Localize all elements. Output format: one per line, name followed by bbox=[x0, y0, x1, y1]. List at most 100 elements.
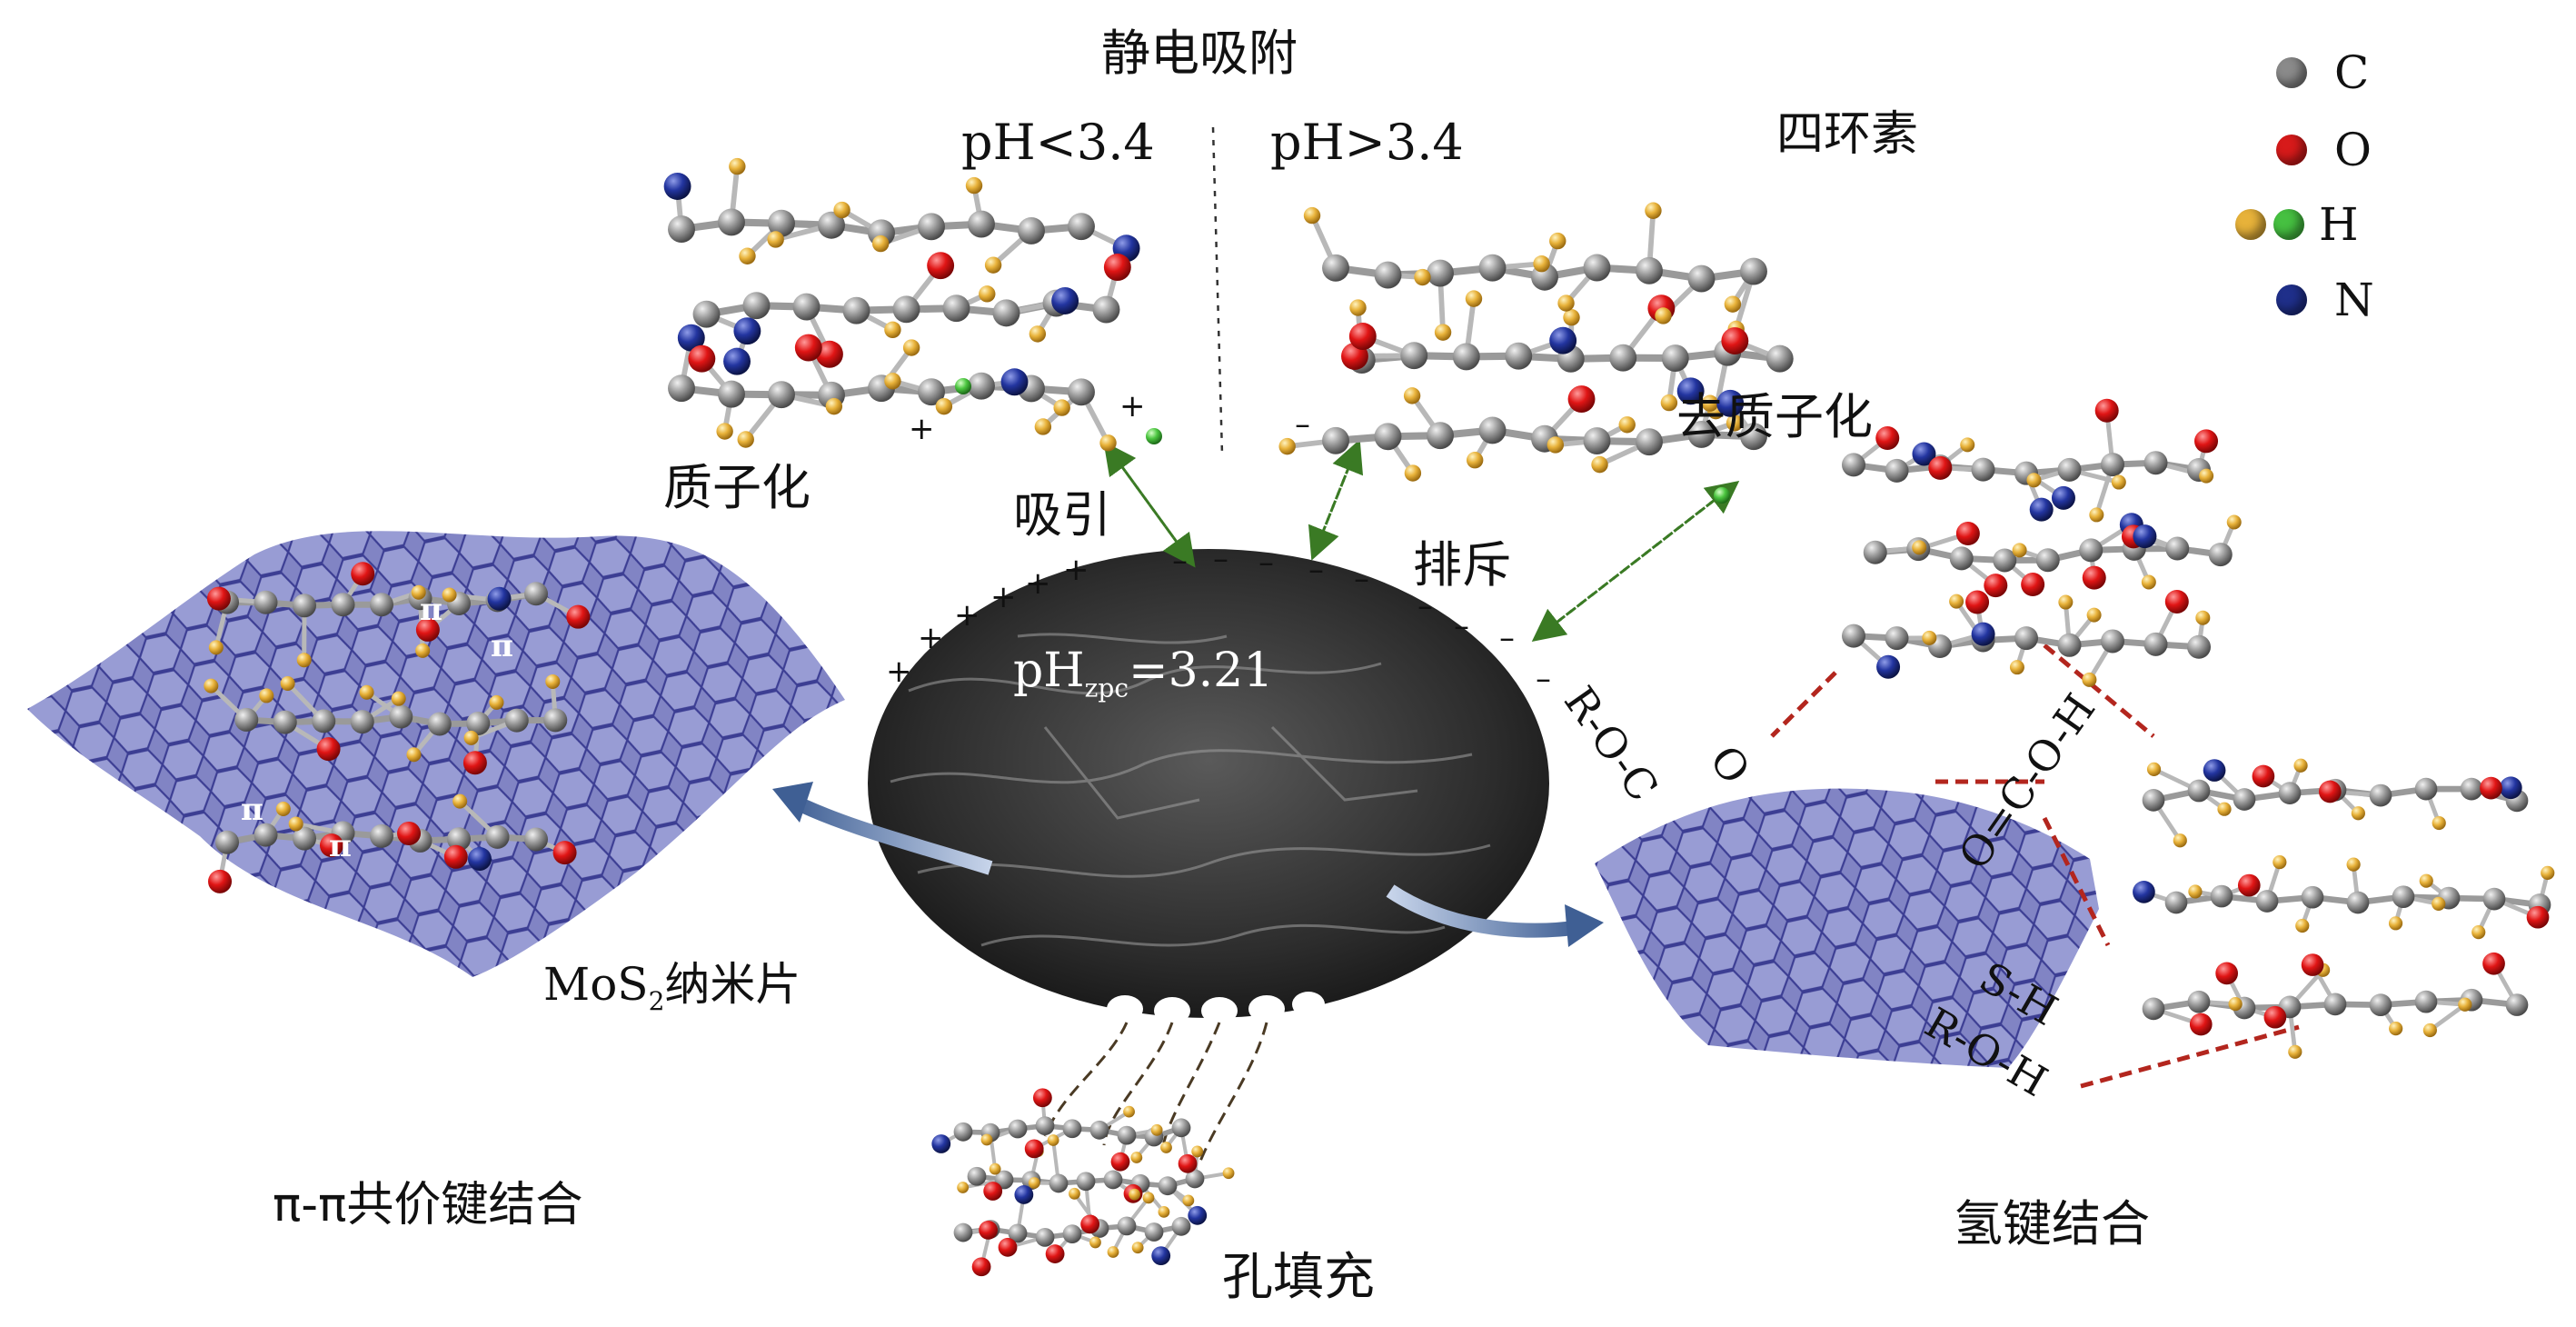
atom-n bbox=[931, 1134, 951, 1153]
atom-h bbox=[2226, 514, 2242, 530]
atom-c bbox=[2014, 626, 2038, 651]
atom-h bbox=[411, 584, 426, 600]
electrostatic-arrows bbox=[1103, 439, 1740, 643]
atom-h bbox=[1549, 232, 1566, 250]
atom-h bbox=[729, 157, 746, 175]
atom-n bbox=[2133, 881, 2155, 903]
pi-pi-label: π-π共价键结合 bbox=[273, 1178, 583, 1232]
atom-h bbox=[2388, 916, 2403, 931]
atom-o bbox=[552, 841, 577, 865]
atom-h bbox=[415, 643, 431, 658]
atom-h bbox=[1533, 254, 1550, 273]
atom-h bbox=[1123, 1105, 1135, 1118]
legend-ball-hydrogen bbox=[2235, 209, 2266, 240]
atom-n bbox=[723, 347, 751, 375]
atom-h bbox=[275, 801, 291, 816]
atom-o bbox=[1875, 426, 1900, 451]
atom-o bbox=[1965, 590, 1990, 614]
atom-c bbox=[1740, 423, 1767, 451]
atom-o bbox=[1103, 254, 1131, 281]
atom-c bbox=[2210, 884, 2233, 908]
atom-h bbox=[1182, 1194, 1195, 1207]
atom-o bbox=[319, 833, 343, 858]
atom-c bbox=[1076, 1172, 1096, 1192]
atom-c bbox=[2414, 777, 2438, 801]
atom-o bbox=[1024, 1139, 1044, 1159]
atom-c bbox=[427, 712, 452, 736]
bond-label-o-top: O bbox=[1700, 736, 1760, 793]
atom-o bbox=[2189, 1013, 2213, 1036]
atom-h bbox=[2012, 543, 2027, 558]
atom-c bbox=[2079, 538, 2104, 563]
atom-o bbox=[1032, 1088, 1052, 1108]
atom-h bbox=[442, 587, 457, 603]
atom-n bbox=[1716, 389, 1745, 417]
atom-n bbox=[1971, 622, 1995, 646]
atom-h bbox=[1591, 455, 1608, 474]
atom-h bbox=[716, 423, 733, 440]
atom-o bbox=[2263, 1005, 2287, 1029]
atom-o bbox=[983, 1182, 1003, 1201]
atom-h bbox=[1107, 1246, 1119, 1258]
atom-h bbox=[2419, 873, 2433, 888]
atom-h bbox=[1922, 630, 1937, 645]
mos2-sheet-left bbox=[27, 531, 845, 977]
atom-h bbox=[1618, 416, 1636, 434]
atom-c bbox=[331, 593, 355, 617]
mos2-sheet-right bbox=[1595, 788, 2099, 1068]
atom-n bbox=[733, 317, 761, 345]
atom-c bbox=[1885, 458, 1909, 483]
atom-c bbox=[1035, 1227, 1055, 1247]
atom-c bbox=[1068, 213, 1095, 241]
atom-c bbox=[1322, 426, 1349, 454]
atom-c bbox=[1636, 428, 1663, 456]
atom-c bbox=[215, 830, 239, 854]
atom-h bbox=[259, 688, 274, 703]
atom-h bbox=[979, 285, 996, 303]
atom-c bbox=[1117, 1216, 1137, 1236]
arrow-to-right-sheet bbox=[1386, 884, 1583, 938]
atom-h bbox=[884, 373, 901, 390]
atom-h bbox=[2389, 1022, 2403, 1036]
atom-c bbox=[2255, 890, 2279, 913]
atom-h bbox=[1089, 1236, 1101, 1249]
atom-c bbox=[1478, 416, 1507, 444]
atom-c bbox=[1018, 216, 1045, 244]
atom-c bbox=[768, 209, 795, 237]
atom-c bbox=[2369, 783, 2392, 807]
atom-c bbox=[2187, 990, 2211, 1013]
atom-h bbox=[1724, 295, 1742, 313]
atom-o bbox=[208, 869, 233, 893]
atom-n bbox=[467, 846, 492, 871]
atom-n bbox=[663, 173, 691, 200]
atom-c bbox=[1171, 1216, 1191, 1236]
atom-n bbox=[2203, 759, 2226, 782]
atom-o bbox=[927, 252, 955, 280]
atom-h bbox=[1278, 437, 1296, 455]
atom-h bbox=[984, 256, 1002, 274]
atom-c bbox=[942, 294, 970, 323]
atom-h bbox=[1130, 1152, 1143, 1163]
atom-h bbox=[1660, 394, 1678, 412]
atom-o bbox=[351, 562, 375, 586]
atom-c bbox=[2323, 993, 2347, 1016]
atom-o bbox=[2301, 953, 2324, 976]
atom-c bbox=[1089, 1120, 1109, 1140]
tetracycline-molecule-deprotonated bbox=[1278, 202, 1794, 482]
atom-h bbox=[989, 1162, 1001, 1175]
atom-c bbox=[350, 710, 374, 734]
atom-c bbox=[1740, 257, 1767, 285]
atom-c bbox=[1636, 256, 1663, 284]
legend-ball-carbon bbox=[2276, 57, 2307, 88]
atom-h bbox=[2026, 473, 2042, 488]
atom-c bbox=[2143, 632, 2168, 656]
pi-symbol-2: π bbox=[491, 628, 513, 664]
hydrogen-bond-lines bbox=[1770, 644, 2300, 1089]
ph-low-label: pH<3.4 bbox=[961, 114, 1155, 171]
atom-c bbox=[768, 381, 795, 409]
atom-c bbox=[992, 299, 1020, 327]
atom-h bbox=[2293, 758, 2308, 773]
atom-h bbox=[2089, 507, 2104, 523]
atom-c bbox=[1885, 626, 1909, 651]
